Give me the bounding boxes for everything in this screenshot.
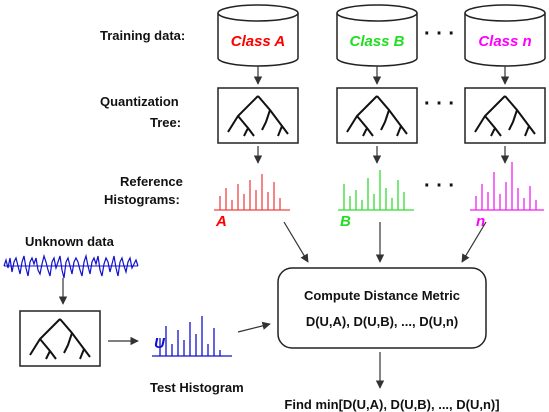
class-b-quantization-tree-box [336, 87, 418, 144]
class-n-histogram [470, 162, 544, 211]
test-histogram-caption: Test Histogram [150, 380, 244, 395]
class-b-histogram-label: B [340, 213, 351, 230]
class-b-histogram [338, 170, 414, 211]
unknown-data-waveform [3, 253, 139, 279]
class-a-label: Class A [231, 33, 285, 50]
quantization-label-1: Quantization [100, 94, 179, 109]
class-b-label: Class B [349, 33, 404, 50]
class-a-histogram [214, 174, 290, 211]
ellipsis-histograms: · · · [424, 175, 455, 197]
training-data-label: Training data: [100, 28, 185, 43]
result-text: Find min[D(U,A), D(U,B), ..., D(U,n)] [284, 397, 499, 412]
class-n-column: Class n n [464, 4, 546, 230]
class-a-tree-icon [227, 95, 289, 137]
class-a-column: Class A A [214, 4, 299, 230]
reference-label-2: Histograms: [104, 192, 180, 207]
class-b-tree-icon [346, 95, 408, 137]
compute-formula: D(U,A), D(U,B), ..., D(U,n) [306, 314, 458, 329]
class-a-histogram-label: A [215, 213, 227, 230]
class-b-database-icon [336, 4, 418, 67]
class-n-database-icon [464, 4, 546, 67]
arrow-n-to-compute [461, 221, 487, 263]
quantization-label-2: Tree: [150, 115, 181, 130]
unknown-data-label: Unknown data [25, 234, 115, 249]
class-b-column: Class B B [336, 4, 418, 230]
class-n-label: Class n [478, 33, 531, 50]
class-n-tree-icon [474, 95, 536, 137]
test-histogram-label: U [154, 335, 166, 352]
ellipsis-trees: · · · [424, 93, 455, 115]
class-n-histogram-label: n [476, 213, 485, 230]
ellipsis-classes: · · · [424, 23, 455, 45]
test-tree-icon [29, 318, 91, 360]
class-a-database-icon [217, 4, 299, 67]
arrow-test-to-compute [237, 321, 271, 333]
compute-title: Compute Distance Metric [304, 288, 460, 303]
compute-distance-box [277, 267, 487, 349]
reference-label-1: Reference [120, 174, 183, 189]
test-histogram [152, 316, 232, 357]
arrow-a-to-compute [283, 221, 309, 263]
